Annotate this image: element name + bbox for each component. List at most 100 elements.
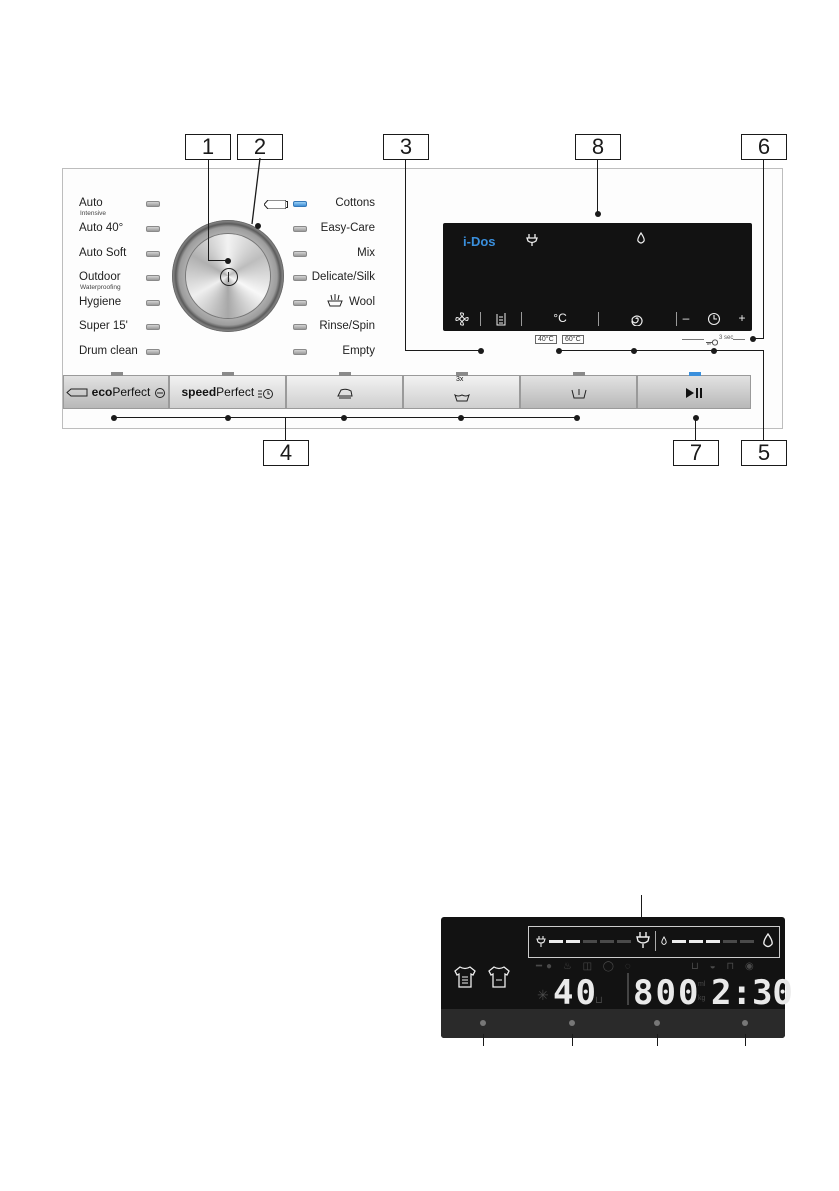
speed-perfect-button[interactable]: speedPerfect [169,375,286,409]
hold-3-sec: 3 sec [719,335,733,341]
start-pause-button[interactable] [637,375,751,409]
led-drum-clean [146,349,160,355]
leader-6 [763,160,764,339]
time-plus-button[interactable]: + [733,306,751,331]
programme-auto: Auto [79,197,103,209]
programme-rinse-spin: Rinse/Spin [319,320,375,332]
led-wool [293,300,307,306]
softener-large-icon [762,933,774,949]
start-pause-led [689,372,701,376]
cold-icon: ✳ [537,987,549,1004]
button-bar: ecoPerfect speedPerfect 3x [63,375,751,409]
callout-2: 2 [237,134,283,160]
softener-level-4 [723,940,737,943]
control-display: i-Dos °C – + [443,223,752,331]
temp-option-40: 40°C [535,335,557,344]
ironing-button[interactable] [286,375,403,409]
programme-selector-dial[interactable] [172,220,284,332]
detergent-small-icon [536,935,546,948]
leader-7 [695,418,696,440]
temp-option-60: 60°C [562,335,584,344]
temperature-readout: 40 [553,973,598,1013]
unit-ml: ml [698,981,705,988]
callout-4: 4 [263,440,309,466]
led-easy-care [293,226,307,232]
detergent-level-2 [566,940,580,943]
temperature-button[interactable]: °C [523,306,597,331]
softener-small-icon [660,936,668,947]
shirt-dose-icon-1 [453,965,477,989]
display-button-row: °C – + [443,306,752,331]
programme-auto-40: Auto 40° [79,222,123,234]
programme-cottons: Cottons [335,197,375,209]
dosing-button[interactable] [483,306,519,331]
programme-super-15: Super 15' [79,320,128,332]
finish-time-button[interactable] [697,306,731,331]
softener-level-1 [672,940,686,943]
programme-outdoor-sub: Waterproofing [80,284,121,291]
programme-wool: Wool [349,296,375,308]
time-minus-button[interactable]: – [677,306,695,331]
speed-perfect-led [222,372,234,376]
led-auto [146,201,160,207]
speed-mode-button[interactable] [447,306,477,331]
detergent-level-5 [617,940,631,943]
fan-icon [455,312,469,326]
softener-level-3 [706,940,720,943]
led-mix [293,251,307,257]
leader-1 [208,160,209,261]
softener-drop-icon [636,232,646,246]
callout-8: 8 [575,134,621,160]
leader-3 [405,160,406,351]
eco-perfect-button[interactable]: ecoPerfect [63,375,169,409]
programme-drum-clean: Drum clean [79,345,138,357]
programme-hygiene: Hygiene [79,296,121,308]
programme-empty: Empty [342,345,375,357]
spin-readout: 800 [633,973,700,1013]
touch-point-1 [480,1020,486,1026]
dosing-level-icon [494,312,508,326]
callout-5: 5 [741,440,787,466]
detergent-level-3 [583,940,597,943]
led-rinse-spin [293,324,307,330]
eco-rest: Perfect [112,385,150,399]
basin-icon [454,394,470,402]
rinse-led [573,372,585,376]
led-hygiene [146,300,160,306]
detergent-level-4 [600,940,614,943]
timer-icon [258,387,274,399]
programme-auto-sub: Intensive [80,210,106,217]
detergent-level-1 [549,940,563,943]
led-cottons [293,201,307,207]
programme-easy-care: Easy-Care [321,222,375,234]
leader-2 [250,158,264,226]
stain-button[interactable]: 3x [403,375,520,409]
led-outdoor [146,275,160,281]
rinse-button[interactable] [520,375,637,409]
programme-delicate-silk: Delicate/Silk [312,271,375,283]
callout-3: 3 [383,134,429,160]
led-delicate-silk [293,275,307,281]
spin-speed-button[interactable] [600,306,674,331]
touch-point-3 [654,1020,660,1026]
programme-outdoor: Outdoor [79,271,121,283]
callout-7: 7 [673,440,719,466]
power-icon [220,268,238,286]
softener-level-2 [689,940,703,943]
status-icons-faint: ━● ♨ ◫ ◯ ◌ [536,961,635,972]
idos-label: i-Dos [463,234,496,249]
ironing-led [339,372,351,376]
shirt-dose-icon-2 [487,965,511,989]
led-empty [293,349,307,355]
led-super-15 [146,324,160,330]
stain-3x: 3x [456,375,463,385]
unit-kg: kg [698,995,705,1002]
dial-knob[interactable] [186,234,270,318]
iron-icon [336,387,354,399]
callout-6: 6 [741,134,787,160]
programme-auto-soft: Auto Soft [79,247,126,259]
softener-level-5 [740,940,754,943]
wool-icon [327,293,343,312]
programme-mix: Mix [357,247,375,259]
eco-e-icon [154,387,166,399]
